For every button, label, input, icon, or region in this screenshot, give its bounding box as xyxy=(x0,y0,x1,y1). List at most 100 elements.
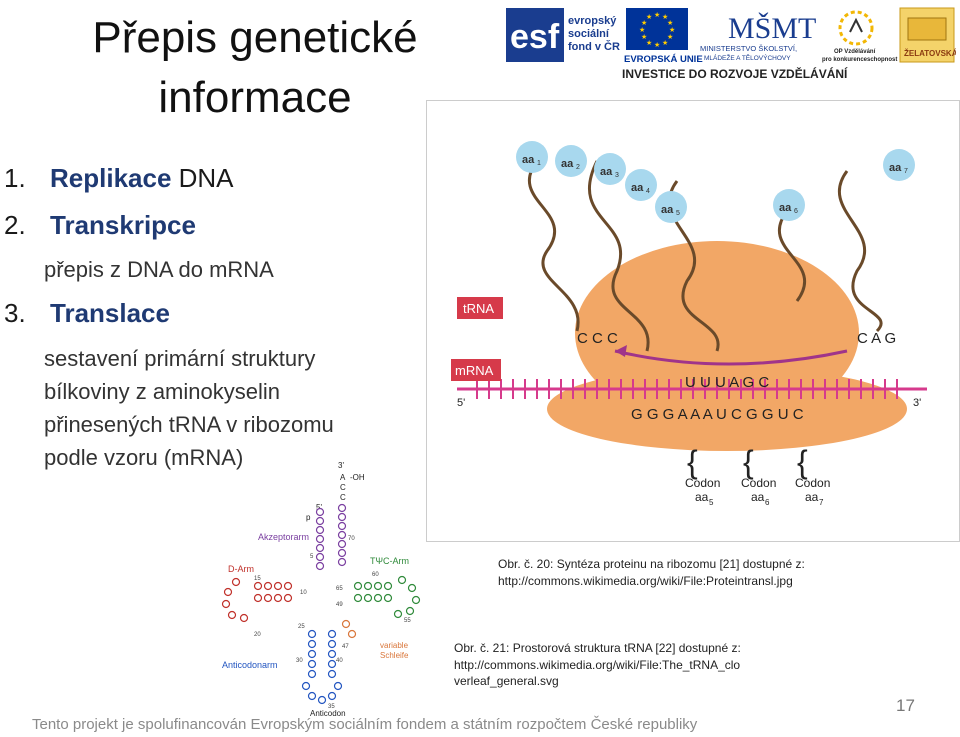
svg-text:OP Vzdělávání: OP Vzdělávání xyxy=(834,49,876,55)
svg-text:6: 6 xyxy=(794,208,798,215)
eu-flag-logo: ★★★ ★★★ ★★★ ★★★ EVROPSKÁ UNIE xyxy=(624,8,703,65)
svg-text:70: 70 xyxy=(348,536,355,542)
caption-link[interactable]: http://commons.wikimedia.org/wiki/File:P… xyxy=(498,573,793,588)
svg-text:20: 20 xyxy=(254,632,261,638)
list-number: 2. xyxy=(4,210,26,240)
codon-label: Codon xyxy=(685,476,720,490)
svg-text:aa: aa xyxy=(561,158,574,170)
svg-text:pro konkurenceschopnost: pro konkurenceschopnost xyxy=(822,57,897,63)
variable-label: Schleife xyxy=(380,651,409,660)
anticodon-left: C C C xyxy=(577,330,618,347)
svg-text:47: 47 xyxy=(342,644,349,650)
anticodon-right: C A G xyxy=(857,330,896,347)
acceptor-stem xyxy=(315,503,347,571)
caption-line: Obr. č. 21: Prostorová struktura tRNA [2… xyxy=(454,641,741,655)
mrna-sequence: G G G A A A U C G G U C xyxy=(631,406,804,423)
svg-text:aa: aa xyxy=(600,166,613,178)
svg-text:★: ★ xyxy=(646,39,652,47)
svg-text:★: ★ xyxy=(654,41,660,49)
d-arm-label: D-Arm xyxy=(228,564,254,574)
list-keyword: Translace xyxy=(50,298,170,328)
aa-ball: aa 7 xyxy=(883,149,915,181)
caption-line: Obr. č. 20: Syntéza proteinu na ribozomu… xyxy=(498,557,805,571)
tpsic-arm xyxy=(353,575,421,619)
d-arm xyxy=(221,577,293,623)
svg-text:30: 30 xyxy=(296,658,303,664)
figure-caption-21: Obr. č. 21: Prostorová struktura tRNA [2… xyxy=(454,640,741,690)
aa-ball: aa 3 xyxy=(594,153,626,185)
svg-text:5': 5' xyxy=(316,503,322,512)
svg-text:MLÁDEŽE A TĚLOVÝCHOVY: MLÁDEŽE A TĚLOVÝCHOVY xyxy=(704,53,791,62)
svg-text:3': 3' xyxy=(338,461,344,470)
mrna-label: mRNA xyxy=(455,363,494,378)
slide-footer: Tento projekt je spolufinancován Evropsk… xyxy=(32,716,698,733)
caption-link[interactable]: verleaf_general.svg xyxy=(454,674,559,688)
svg-text:MŠMT: MŠMT xyxy=(728,12,816,45)
trna-diagram: 3' A -OH C C 5' p Akzeptorarm D-Arm TΨC-… xyxy=(221,461,421,718)
invest-banner: INVESTICE DO ROZVOJE VZDĚLÁVÁNÍ xyxy=(622,66,848,81)
svg-text:40: 40 xyxy=(336,658,343,664)
anticodon-arm-label: Anticodonarm xyxy=(222,660,278,670)
aa-ball: aa 4 xyxy=(625,169,657,201)
svg-text:★: ★ xyxy=(669,26,675,34)
figure-caption-20: Obr. č. 20: Syntéza proteinu na ribozomu… xyxy=(498,556,805,589)
translation-line: bílkoviny z aminokyselin xyxy=(44,379,280,404)
translation-description: sestavení primární struktury bílkoviny z… xyxy=(44,342,334,474)
svg-text:-OH: -OH xyxy=(350,473,365,482)
ribosome-figure: tRNA mRNA 5' 3' C C C C A G U U U A G C … xyxy=(426,100,960,542)
list-item-replikace: 1.Replikace DNA xyxy=(4,163,234,194)
svg-text:C: C xyxy=(340,493,346,502)
svg-text:★: ★ xyxy=(646,13,652,21)
codon-label: Codon xyxy=(795,476,830,490)
translation-line: přinesených tRNA v ribozomu xyxy=(44,412,334,437)
svg-text:5: 5 xyxy=(709,498,714,507)
variable-loop xyxy=(341,619,357,639)
trna-label-box xyxy=(457,297,503,319)
sponsor-logos: esf evropský sociální fond v ČR ★★★ ★★★ … xyxy=(506,7,958,81)
transcription-description: přepis z DNA do mRNA xyxy=(44,257,274,282)
svg-text:★: ★ xyxy=(667,19,673,27)
svg-text:★: ★ xyxy=(662,13,668,21)
esf-logo: esf evropský sociální fond v ČR xyxy=(506,8,620,62)
svg-text:aa: aa xyxy=(661,204,674,216)
mrna-strand xyxy=(457,379,927,399)
list-number: 1. xyxy=(4,163,26,193)
svg-text:4: 4 xyxy=(646,188,650,195)
aa-ball: aa 1 xyxy=(516,141,548,173)
svg-text:★: ★ xyxy=(662,39,668,47)
codon-label: Codon xyxy=(741,476,776,490)
svg-text:★: ★ xyxy=(654,11,660,19)
translation-line: podle vzoru (mRNA) xyxy=(44,445,244,470)
aa-ball: aa 2 xyxy=(555,145,587,177)
svg-text:60: 60 xyxy=(372,572,379,578)
codon-aa: aa xyxy=(805,490,819,504)
svg-text:ŽELATOVSKÁ: ŽELATOVSKÁ xyxy=(904,49,956,58)
msmt-logo: MŠMT MINISTERSTVO ŠKOLSTVÍ, MLÁDEŽE A TĚ… xyxy=(700,12,816,62)
svg-text:55: 55 xyxy=(404,618,411,624)
svg-text:25: 25 xyxy=(298,624,305,630)
anticodon-label: Anticodon xyxy=(310,709,346,718)
svg-text:65: 65 xyxy=(336,586,343,592)
svg-text:7: 7 xyxy=(819,498,824,507)
tpsic-label: TΨC-Arm xyxy=(370,556,409,566)
svg-text:35: 35 xyxy=(328,704,335,710)
list-item-transkripce: 2.Transkripce xyxy=(4,210,196,241)
protein-synthesis-diagram: tRNA mRNA 5' 3' C C C C A G U U U A G C … xyxy=(451,141,927,507)
school-logo: ŽELATOVSKÁ xyxy=(899,7,958,63)
svg-text:C: C xyxy=(340,483,346,492)
list-number: 3. xyxy=(4,298,26,328)
brace: { xyxy=(797,444,808,480)
five-prime-label: 5' xyxy=(457,397,465,409)
svg-text:aa: aa xyxy=(889,162,902,174)
svg-text:5: 5 xyxy=(676,210,680,217)
svg-text:A: A xyxy=(340,473,346,482)
caption-link[interactable]: http://commons.wikimedia.org/wiki/File:T… xyxy=(454,657,741,672)
svg-text:★: ★ xyxy=(667,33,673,41)
svg-text:p: p xyxy=(306,513,311,522)
svg-text:6: 6 xyxy=(765,498,770,507)
three-prime-label: 3' xyxy=(913,397,921,409)
anticodon-arm xyxy=(301,629,343,705)
logo-strip: esf evropský sociální fond v ČR ★★★ ★★★ … xyxy=(504,4,958,82)
codon-aa: aa xyxy=(695,490,709,504)
svg-text:7: 7 xyxy=(904,168,908,175)
